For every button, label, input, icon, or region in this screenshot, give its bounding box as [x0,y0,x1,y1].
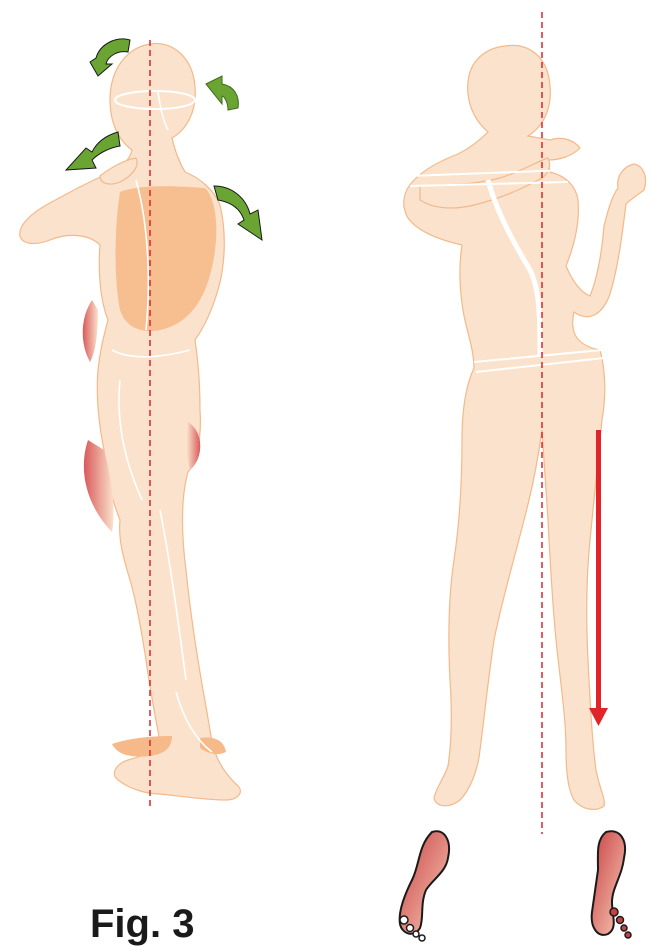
side-abdominal-muscle [83,300,98,362]
figure-label: Fig. 3 [90,904,194,944]
green-curved-arrow-icon [206,76,238,110]
footprint-icon [592,831,631,938]
back-view-figure [404,12,646,834]
back-figure-body [404,45,646,809]
footprint-icon [400,831,449,941]
side-figure-body [20,43,241,800]
green-curved-arrow-icon [66,132,120,170]
side-view-figure [20,39,262,810]
